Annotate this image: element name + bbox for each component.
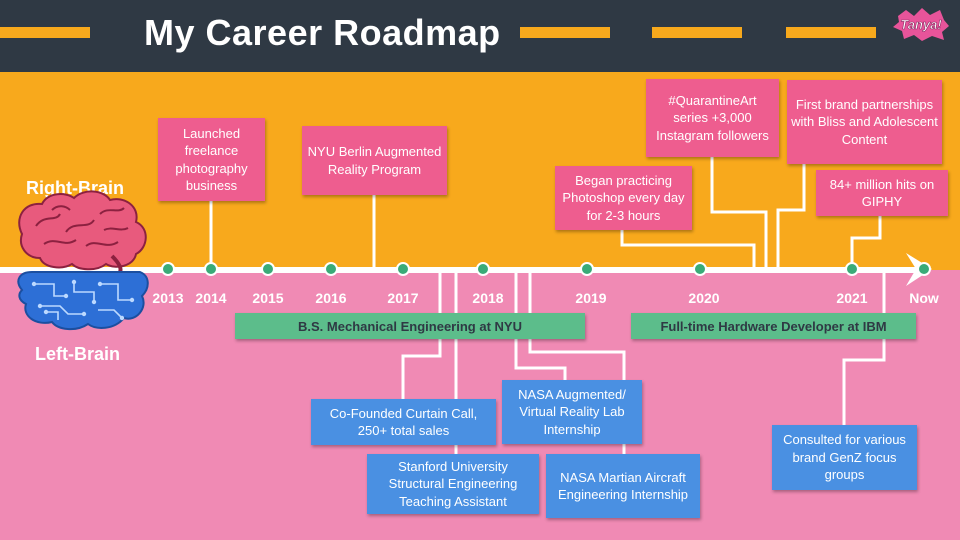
event-giphy-hits: 84+ million hits on GIPHY — [816, 170, 948, 216]
road-dash — [0, 27, 90, 38]
event-brand-partnerships: First brand partnerships with Bliss and … — [787, 80, 942, 164]
left-brain-label: Left-Brain — [35, 344, 120, 364]
road-dash — [520, 27, 610, 38]
year-label: Now — [909, 290, 939, 306]
timeline-dot — [476, 262, 490, 276]
event-curtain-call: Co-Founded Curtain Call, 250+ total sale… — [311, 399, 496, 445]
timeline-dot — [693, 262, 707, 276]
timeline-dots — [161, 262, 931, 276]
event-stanford-ta: Stanford University Structural Engineeri… — [367, 454, 539, 514]
timeline-dot — [845, 262, 859, 276]
timeline-dot — [204, 262, 218, 276]
road-dash — [652, 27, 742, 38]
page-title: My Career Roadmap — [144, 12, 501, 53]
year-label: 2018 — [472, 290, 504, 306]
year-label: 2019 — [575, 290, 607, 306]
year-label: 2016 — [315, 290, 347, 306]
timeline-dot — [324, 262, 338, 276]
event-nasa-martian-aircraft: NASA Martian Aircraft Engineering Intern… — [546, 454, 700, 518]
ibm-program-bar: Full-time Hardware Developer at IBM — [631, 313, 916, 339]
year-label: 2021 — [836, 290, 868, 306]
event-nasa-vr-lab: NASA Augmented/ Virtual Reality Lab Inte… — [502, 380, 642, 444]
nyu-program-bar: B.S. Mechanical Engineering at NYU — [235, 313, 585, 339]
event-photoshop-practice: Began practicing Photoshop every day for… — [555, 166, 692, 230]
timeline-dot — [580, 262, 594, 276]
event-photography-business: Launched freelance photography business — [158, 118, 265, 201]
connector-line — [710, 157, 768, 270]
tanya-logo: Tanya! — [893, 8, 949, 41]
connector-line — [850, 215, 882, 270]
timeline-dot — [396, 262, 410, 276]
year-label: 2020 — [688, 290, 720, 306]
pink-brain-icon — [18, 190, 147, 273]
event-quarantine-art: #QuarantineArt series +3,000 Instagram f… — [646, 79, 779, 157]
year-label: 2013 — [152, 290, 184, 306]
timeline-dot — [917, 262, 931, 276]
timeline-dot — [161, 262, 175, 276]
connector-line — [776, 163, 806, 270]
timeline-dot — [261, 262, 275, 276]
year-label: 2017 — [387, 290, 419, 306]
circuit-brain-icon — [17, 271, 149, 330]
year-label: 2015 — [252, 290, 284, 306]
event-nyu-berlin: NYU Berlin Augmented Reality Program — [302, 126, 447, 195]
connector-line — [620, 229, 756, 270]
year-label: 2014 — [195, 290, 227, 306]
event-genz-consulting: Consulted for various brand GenZ focus g… — [772, 425, 917, 490]
road-dash — [786, 27, 876, 38]
logo-text: Tanya! — [900, 17, 942, 32]
